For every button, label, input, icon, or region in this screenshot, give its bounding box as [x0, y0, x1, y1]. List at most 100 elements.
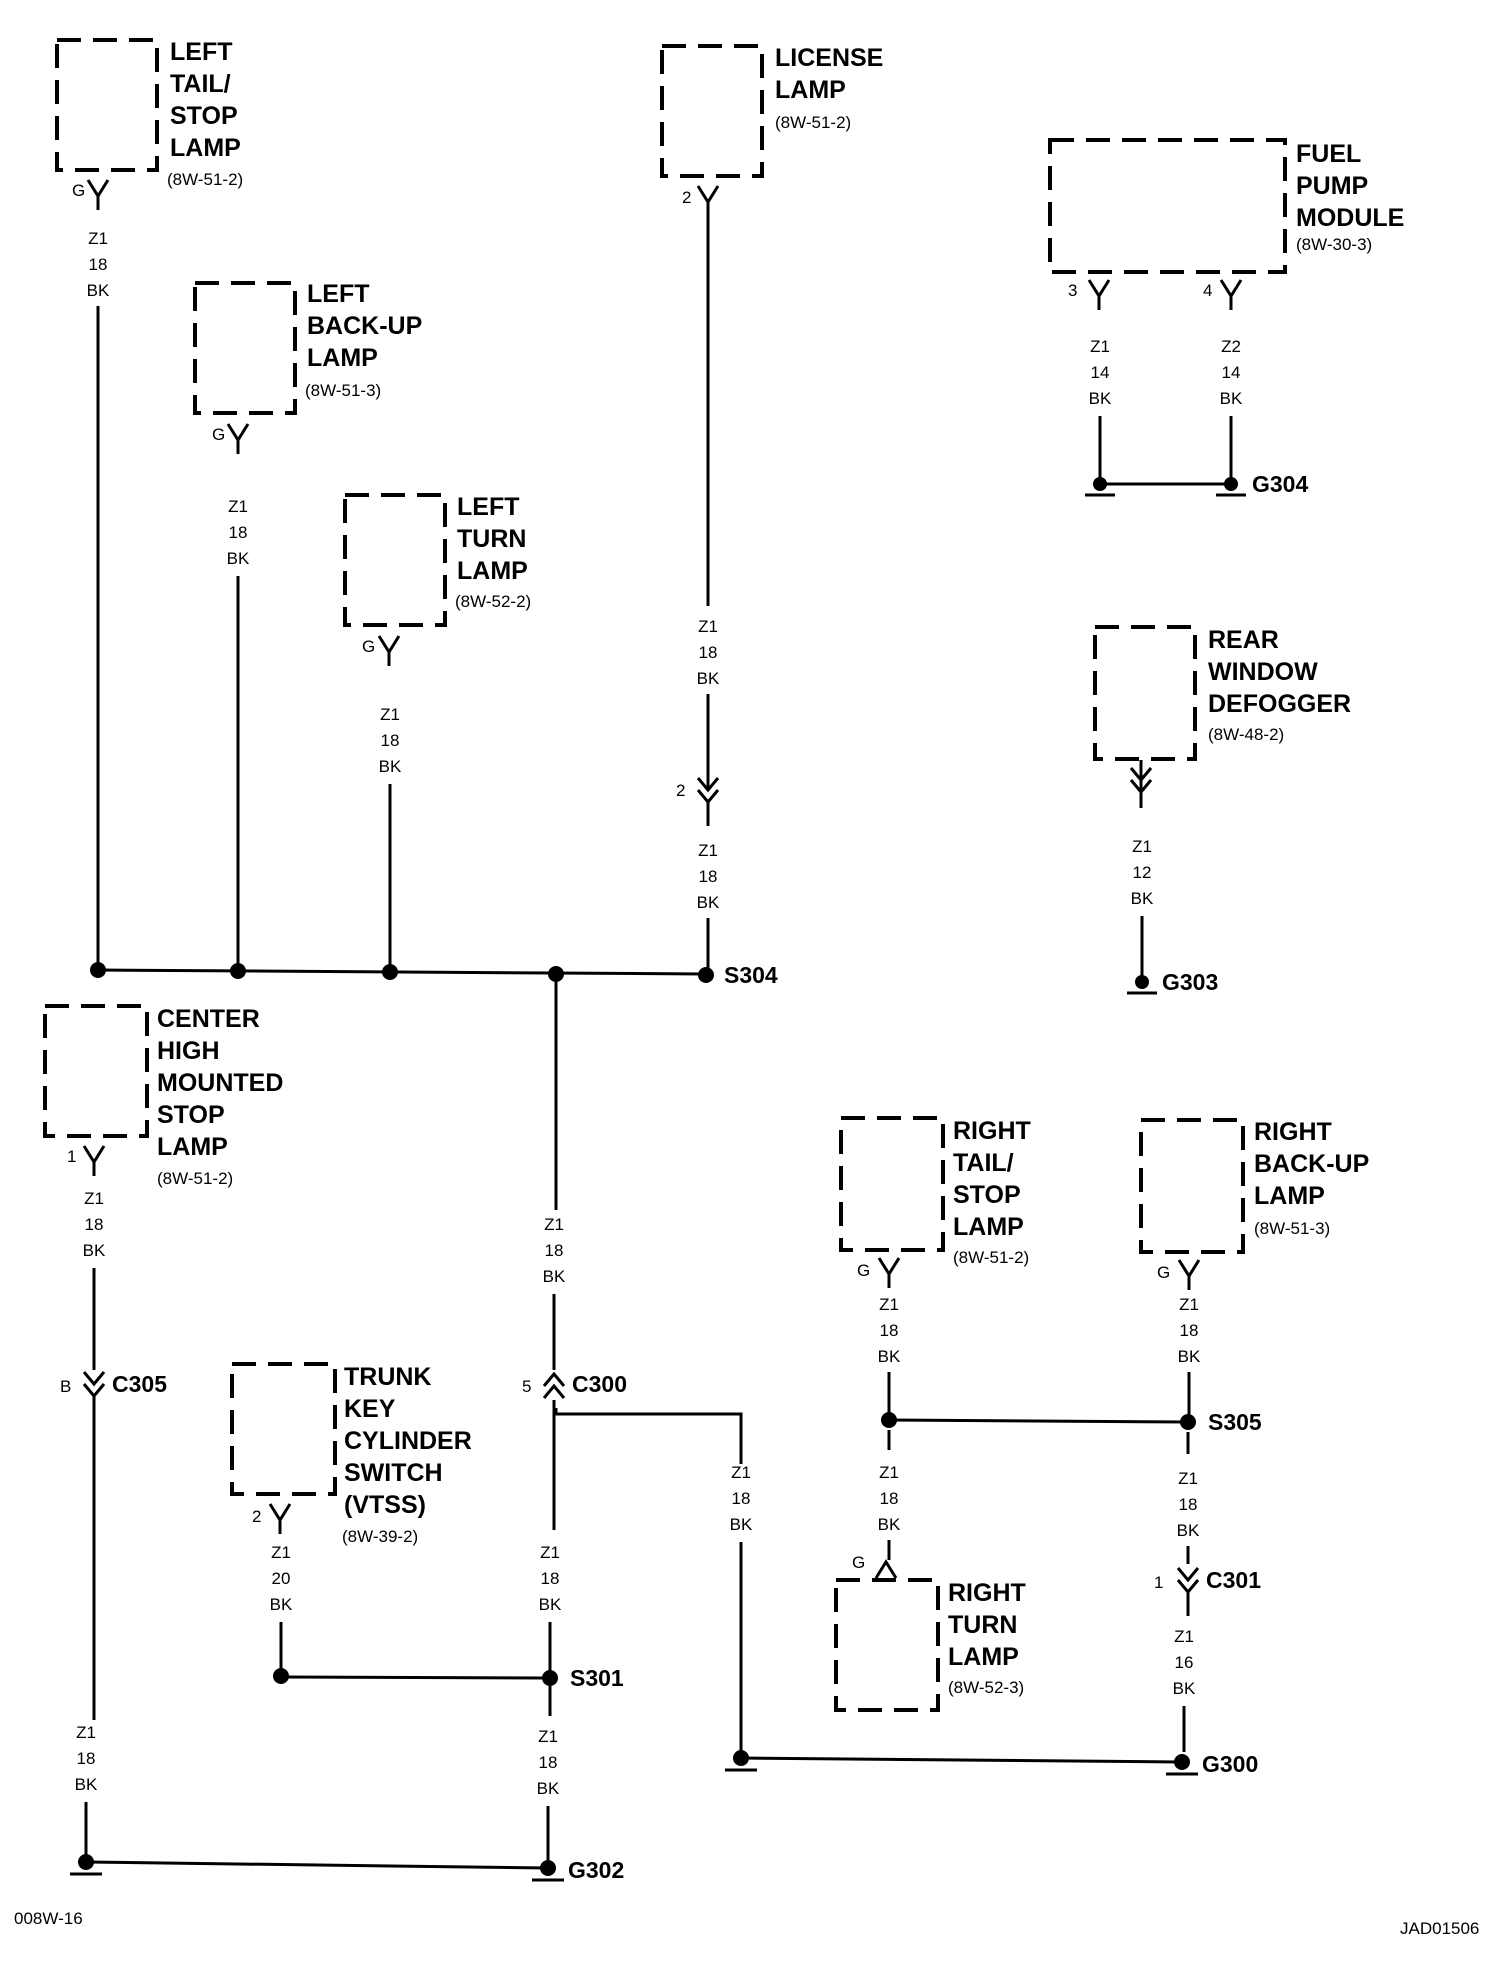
- wire-gauge: 18: [1179, 1495, 1198, 1514]
- wire-color-circuit: Z1: [1132, 837, 1152, 856]
- connector-terminal: [377, 635, 401, 666]
- wire-gauge: 18: [545, 1241, 564, 1260]
- component-ref: (8W-51-2): [953, 1248, 1029, 1267]
- wire: [740, 1756, 1181, 1764]
- component-title-line: TURN: [948, 1611, 1017, 1639]
- pin-label: G: [1157, 1263, 1170, 1282]
- component-title-line: TRUNK: [344, 1363, 432, 1391]
- pin-label: 4: [1203, 281, 1212, 300]
- connector-terminal: [1177, 1259, 1201, 1290]
- wire-color-circuit: Z1: [228, 497, 248, 516]
- wire-color-circuit: Z1: [1179, 1295, 1199, 1314]
- svg-text:LEFT BACK-UP LAMP: LEFT BACK-UP LAMP: [307, 280, 429, 372]
- connector-symbol: [542, 1371, 566, 1399]
- pin-label: G: [72, 181, 85, 200]
- splice-dot: [273, 1668, 289, 1684]
- connector-terminal: [86, 179, 110, 210]
- connector-terminal: [1087, 279, 1111, 310]
- wire-color: BK: [539, 1595, 562, 1614]
- component-title-line: LEFT: [307, 280, 370, 308]
- connector-pin-label: B: [60, 1377, 71, 1396]
- splice-label: S305: [1208, 1409, 1262, 1435]
- component-ref: (8W-51-2): [775, 113, 851, 132]
- component-title-line: PUMP: [1296, 172, 1368, 200]
- left-turn-lamp-box: [343, 493, 447, 627]
- component-title-line: LAMP: [948, 1643, 1019, 1671]
- component-title-line: LEFT: [457, 493, 520, 521]
- fuel-pump-module: FUEL PUMP MODULE (8W-30-3) 3 Z1 14 BK 4 …: [1048, 138, 1404, 497]
- component-ref: (8W-52-2): [455, 592, 531, 611]
- connector-terminal: [226, 423, 250, 454]
- wire-gauge: 16: [1175, 1653, 1194, 1672]
- ground-dot: [1224, 477, 1238, 491]
- connector-symbol: [696, 777, 720, 826]
- component-ref: (8W-51-3): [1254, 1219, 1330, 1238]
- chmsl-box: [43, 1004, 149, 1138]
- svg-text:RIGHT TAIL/ STOP: RIGHT TAIL/ STOP LAMP: [953, 1117, 1038, 1241]
- svg-text:TRUNK KEY CYLINDER: TRUNK KEY CYLINDER SWITCH (VTSS): [344, 1363, 479, 1519]
- component-title-line: (VTSS): [344, 1491, 426, 1519]
- trunk-switch-box: [230, 1362, 337, 1496]
- component-ref: (8W-48-2): [1208, 725, 1284, 744]
- wire-gauge: 18: [880, 1489, 899, 1508]
- trunk-key-cylinder-switch: TRUNK KEY CYLINDER SWITCH (VTSS) (8W-39-…: [230, 1362, 545, 1684]
- component-ref: (8W-52-3): [948, 1678, 1024, 1697]
- wire-color: BK: [1089, 389, 1112, 408]
- c300-circuit: Z1 18 BK 5 C300 Z1 18 BK Z1 18 BK S301 Z…: [522, 982, 753, 1860]
- connector-pin-label: 5: [522, 1377, 531, 1396]
- license-lamp-box: [660, 44, 764, 178]
- wire: [888, 1418, 1187, 1424]
- left-backup-lamp-box: [193, 281, 297, 415]
- component-title-line: REAR: [1208, 626, 1279, 654]
- component-title-line: LAMP: [1254, 1182, 1325, 1210]
- wire-color-circuit: Z1: [698, 617, 718, 636]
- component-title-line: DEFOGGER: [1208, 690, 1351, 718]
- component-title-line: SWITCH: [344, 1459, 443, 1487]
- svg-text:CENTER HIGH MOUNTE: CENTER HIGH MOUNTED STOP LAMP: [157, 1005, 290, 1161]
- wire-gauge: 18: [229, 523, 248, 542]
- wire-color: BK: [1220, 389, 1243, 408]
- rear-window-defogger: REAR WINDOW DEFOGGER (8W-48-2) Z1 12 BK …: [1093, 625, 1351, 995]
- connector-symbol: [1176, 1567, 1200, 1616]
- splice-label: S304: [724, 962, 778, 988]
- component-ref: (8W-30-3): [1296, 235, 1372, 254]
- component-title-line: LAMP: [307, 344, 378, 372]
- component-title-line: STOP: [953, 1181, 1020, 1209]
- right-backup-lamp-box: [1139, 1118, 1245, 1254]
- wire-gauge: 20: [272, 1569, 291, 1588]
- component-title-line: STOP: [170, 102, 237, 130]
- component-title-line: BACK-UP: [1254, 1150, 1369, 1178]
- wire-color-circuit: Z1: [1090, 337, 1110, 356]
- component-title-line: LAMP: [953, 1213, 1024, 1241]
- wire-gauge: 18: [699, 867, 718, 886]
- wire-gauge: 14: [1091, 363, 1110, 382]
- component-title-line: RIGHT: [953, 1117, 1031, 1145]
- left-backup-lamp: LEFT BACK-UP LAMP (8W-51-3) G Z1 18 BK: [193, 280, 429, 968]
- wire-color: BK: [878, 1515, 901, 1534]
- component-title-line: MOUNTED: [157, 1069, 283, 1097]
- ground-g302: G302: [70, 1854, 624, 1883]
- splice-dot: [698, 967, 714, 983]
- connector-pin-label: 1: [1154, 1573, 1163, 1592]
- component-title-line: LAMP: [170, 134, 241, 162]
- wire-color-circuit: Z1: [84, 1189, 104, 1208]
- ground-dot: [1135, 975, 1149, 989]
- component-title-line: CENTER: [157, 1005, 260, 1033]
- connector-terminal: [268, 1503, 292, 1534]
- wire: [554, 1408, 743, 1464]
- ground-g300: G300: [725, 1750, 1258, 1777]
- wire-color-circuit: Z1: [1174, 1627, 1194, 1646]
- pin-label: G: [852, 1553, 865, 1572]
- component-ref: (8W-51-3): [305, 381, 381, 400]
- connector-pin-label: 2: [676, 781, 685, 800]
- component-title-line: RIGHT: [948, 1579, 1026, 1607]
- ground-label: G303: [1162, 969, 1218, 995]
- component-ref: (8W-39-2): [342, 1527, 418, 1546]
- wire-gauge: 18: [699, 643, 718, 662]
- splice-dot: [1180, 1414, 1196, 1430]
- wire-gauge: 18: [732, 1489, 751, 1508]
- wire-gauge: 18: [381, 731, 400, 750]
- wire-gauge: 18: [880, 1321, 899, 1340]
- ground-dot: [1174, 1754, 1190, 1770]
- wire-gauge: 18: [1180, 1321, 1199, 1340]
